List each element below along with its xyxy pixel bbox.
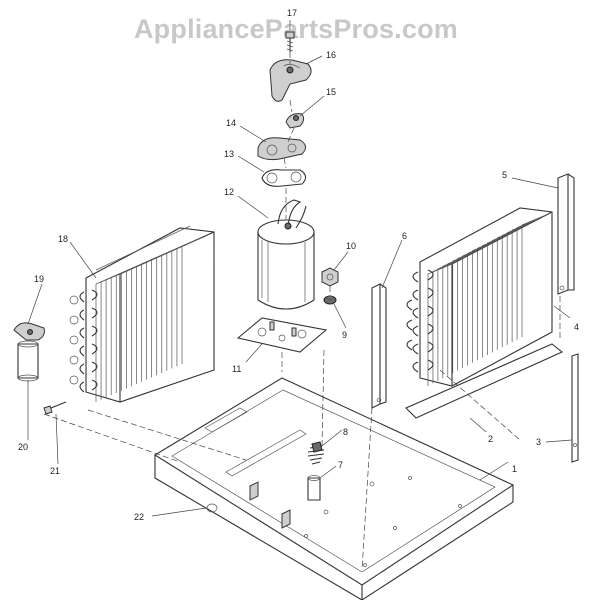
part-17-screw[interactable] (285, 31, 295, 52)
callout-9: 9 (342, 330, 347, 340)
coil-fin (166, 242, 191, 371)
part-13-clip[interactable] (261, 169, 307, 187)
callout-21: 21 (50, 466, 60, 476)
coil-fin (491, 230, 517, 353)
part-8-spring[interactable] (307, 441, 325, 465)
callout-17: 17 (287, 8, 297, 18)
part-11-mounting-plate[interactable] (236, 317, 328, 353)
coil-fin (501, 224, 527, 348)
part-10-nut[interactable] (321, 267, 339, 287)
part-14-gasket[interactable] (257, 137, 306, 161)
callout-3: 3 (536, 437, 541, 447)
coil-fin (432, 261, 458, 384)
part-20-cap[interactable] (17, 340, 39, 382)
part-9-grommet[interactable] (323, 295, 337, 305)
part-15-overload[interactable] (285, 113, 305, 129)
part-18-left-coil[interactable] (69, 225, 215, 403)
part-21-screw[interactable] (43, 401, 67, 415)
part-12-compressor[interactable] (257, 199, 315, 310)
callout-8: 8 (343, 427, 348, 437)
callout-18: 18 (58, 234, 68, 244)
part-7-spacer[interactable] (307, 475, 321, 501)
callout-4: 4 (574, 322, 579, 332)
callout-19: 19 (34, 274, 44, 284)
callout-5: 5 (502, 170, 507, 180)
callout-14: 14 (226, 118, 236, 128)
coil-fin (472, 240, 497, 363)
part-2-strip[interactable] (405, 343, 564, 419)
coil-fin (516, 217, 542, 340)
callout-7: 7 (338, 460, 343, 470)
coil-fin (506, 222, 532, 345)
coil-fin (427, 263, 453, 386)
coil-fin (462, 245, 487, 368)
callout-16: 16 (326, 50, 336, 60)
watermark-text: AppliancePartsPros.com (133, 14, 458, 44)
coil-fin (511, 219, 537, 343)
coil-fin (452, 250, 477, 374)
callout-11: 11 (232, 364, 241, 374)
callout-20: 20 (18, 442, 28, 452)
callout-13: 13 (224, 149, 234, 159)
part-5-bracket[interactable] (557, 173, 575, 295)
base-pan[interactable] (153, 377, 515, 600)
coil-fin (457, 248, 482, 371)
part-6-bracket[interactable] (371, 283, 387, 409)
coil-fin (171, 240, 197, 369)
coil-fin (487, 232, 512, 356)
part-3-bracket[interactable] (571, 353, 579, 463)
coil-fin (482, 235, 507, 358)
coil-fin (437, 258, 463, 381)
part-16-terminal-cover[interactable] (269, 59, 312, 102)
coil-fin (467, 243, 492, 366)
callout-10: 10 (346, 241, 356, 251)
coil-fin (521, 214, 547, 337)
callout-2: 2 (488, 434, 493, 444)
part-4-right-coil[interactable] (406, 207, 553, 387)
coil-fin (176, 237, 202, 367)
coil-fin (442, 255, 467, 379)
coil-fin (181, 235, 207, 364)
callout-12: 12 (224, 187, 234, 197)
callout-22: 22 (134, 512, 144, 522)
part-19-bracket[interactable] (13, 322, 45, 341)
callout-15: 15 (326, 87, 336, 97)
coil-fin (477, 237, 502, 361)
coil-fin (496, 227, 522, 350)
callout-1: 1 (512, 464, 517, 474)
coil-fin (447, 253, 472, 376)
callout-6: 6 (402, 231, 407, 241)
